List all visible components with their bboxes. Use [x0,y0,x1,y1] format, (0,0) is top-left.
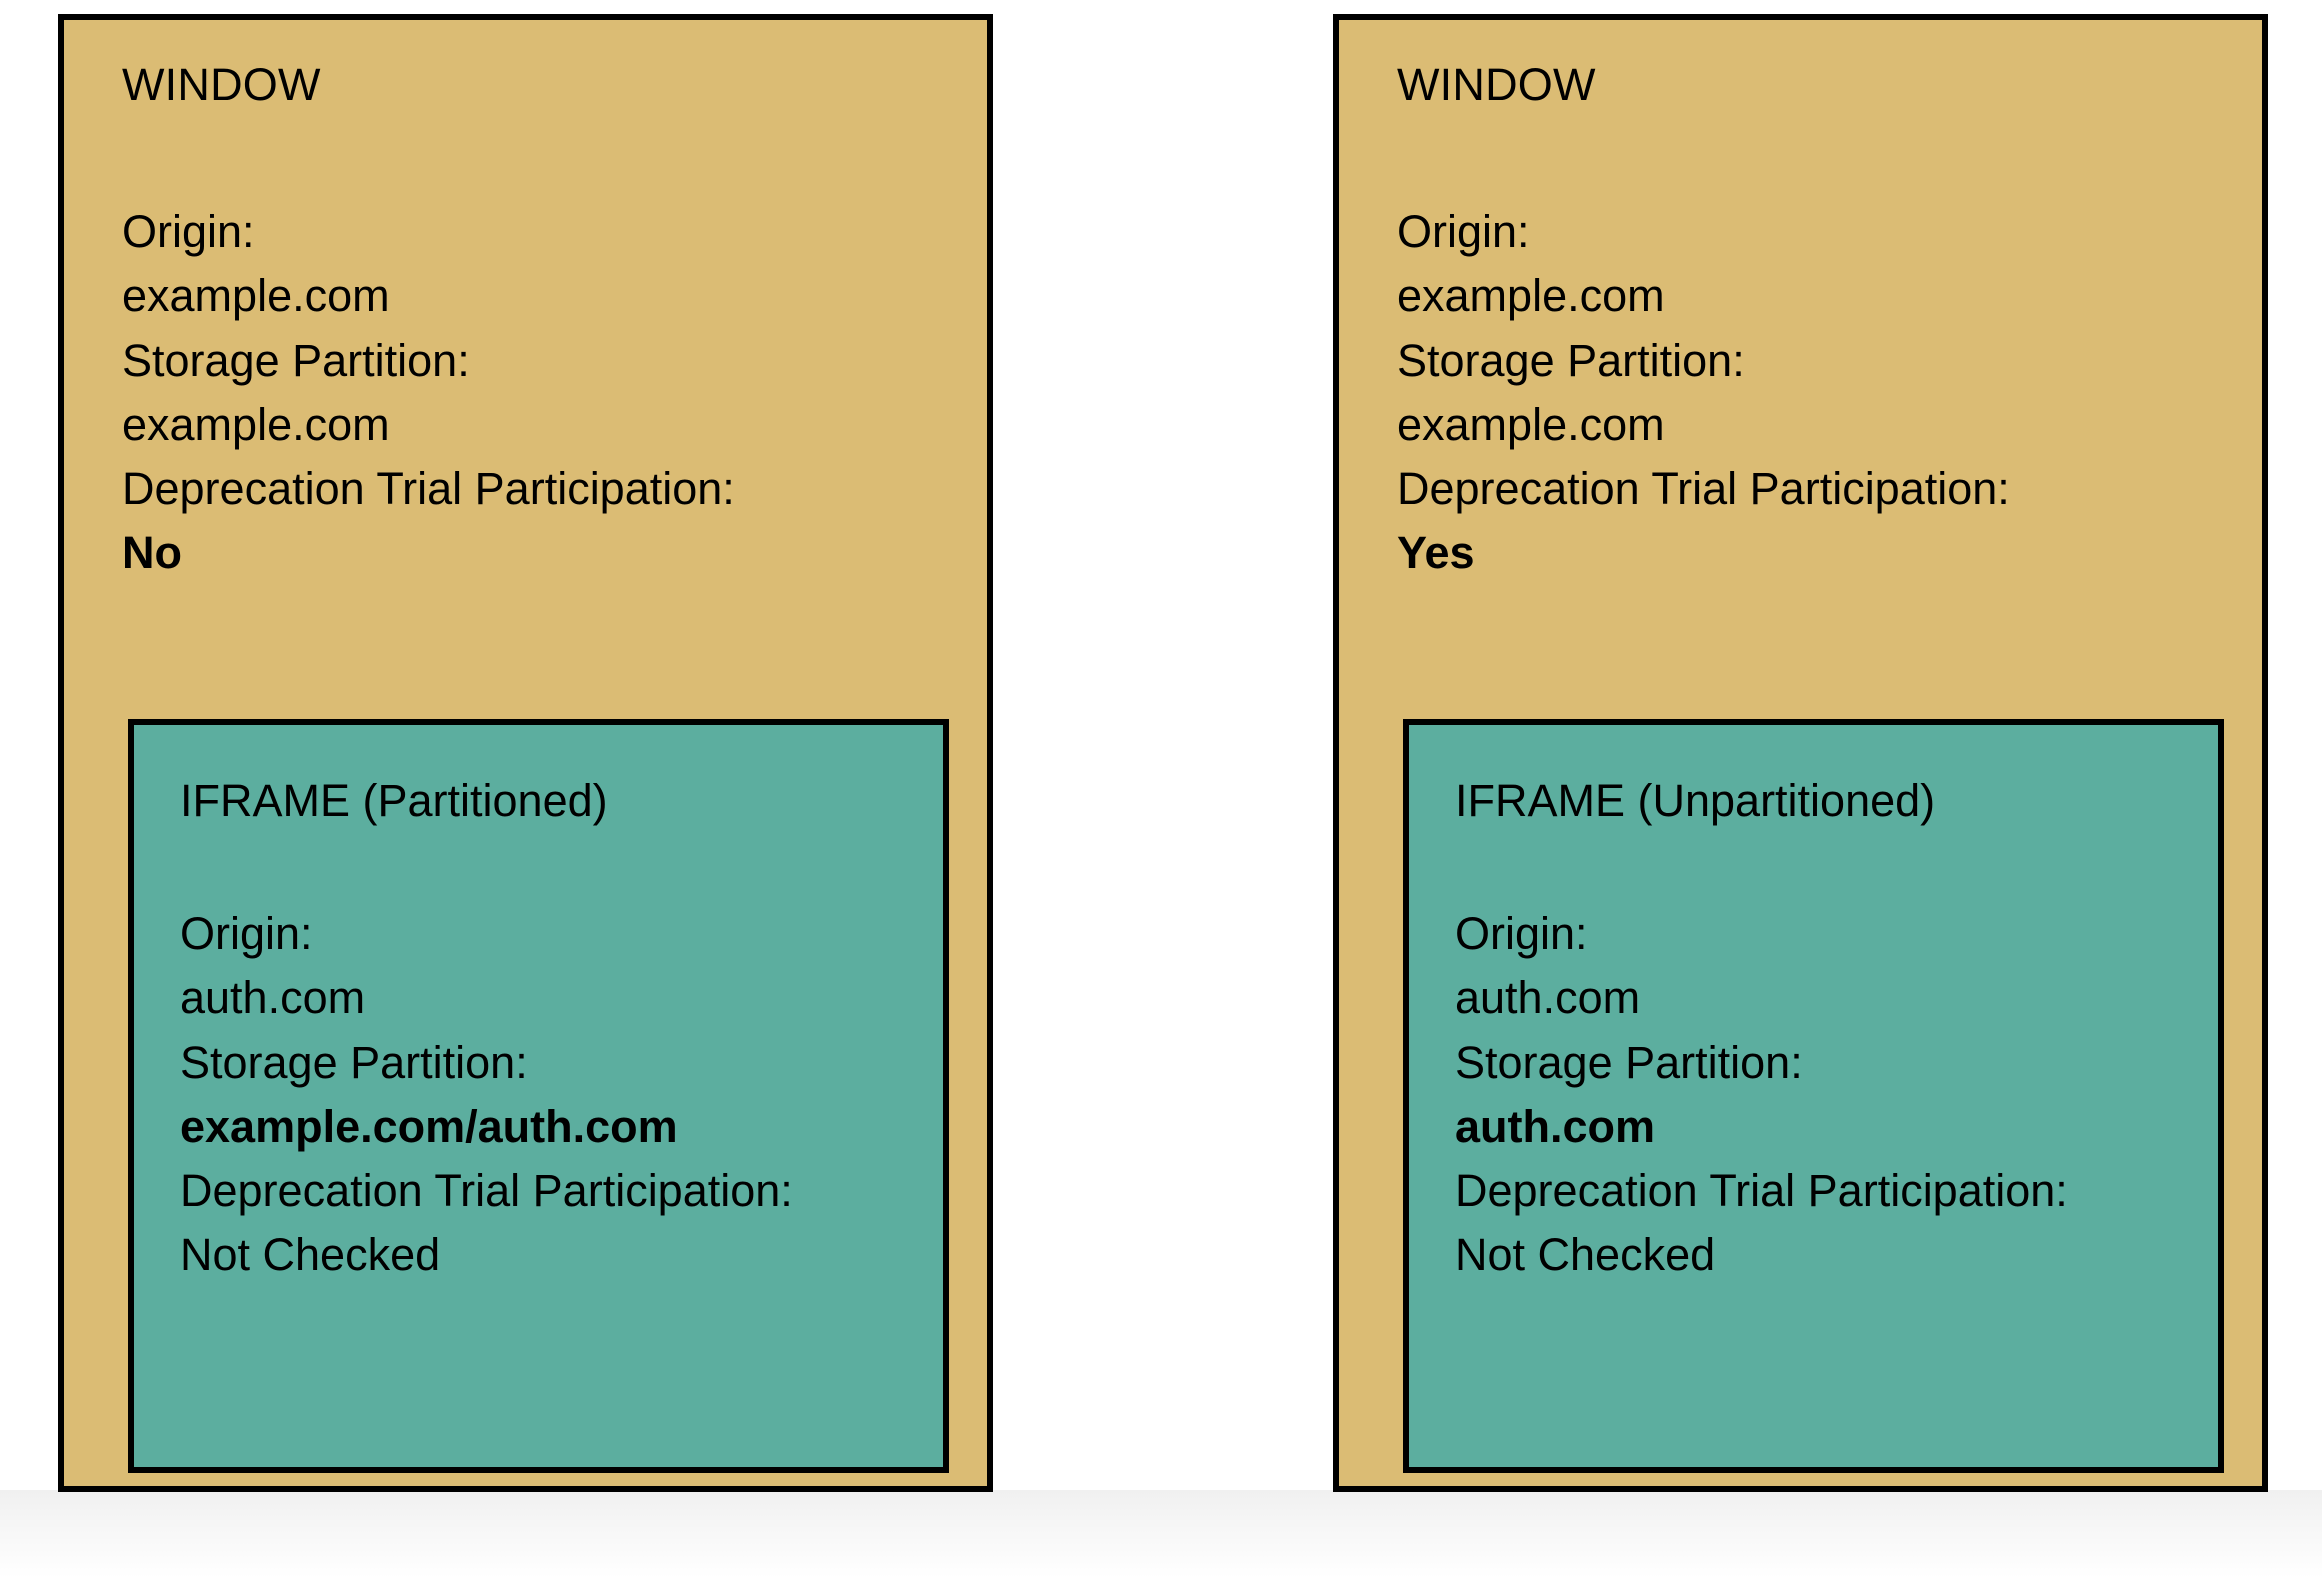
field-key: Origin: [1397,206,1530,257]
field-key: Storage Partition: [1397,335,1745,386]
window-title-left: WINDOW [122,59,321,110]
field-value: example.com [1397,399,1665,450]
field-value: No [122,527,182,578]
window-box-left: WINDOW Origin: example.com Storage Parti… [58,14,993,1492]
window-right-field-storage-partition: Storage Partition: example.com [1397,329,1745,457]
field-key: Storage Partition: [180,1037,528,1088]
window-box-right: WINDOW Origin: example.com Storage Parti… [1333,14,2268,1492]
field-key: Deprecation Trial Participation: [1455,1165,2068,1216]
page-shadow [0,1490,2322,1578]
field-key: Origin: [180,908,313,959]
field-key: Origin: [1455,908,1588,959]
iframe-left-field-deprecation-trial: Deprecation Trial Participation: Not Che… [180,1159,793,1287]
field-key: Storage Partition: [122,335,470,386]
iframe-right-field-storage-partition: Storage Partition: auth.com [1455,1031,1803,1159]
field-key: Origin: [122,206,255,257]
field-value: Not Checked [1455,1229,1716,1280]
window-left-field-storage-partition: Storage Partition: example.com [122,329,470,457]
field-value: auth.com [180,972,366,1023]
field-value: example.com [122,399,390,450]
field-value: Yes [1397,527,1475,578]
iframe-title-right: IFRAME (Unpartitioned) [1455,775,1936,826]
window-right-field-deprecation-trial: Deprecation Trial Participation: Yes [1397,457,2010,585]
field-value: example.com [122,270,390,321]
field-key: Deprecation Trial Participation: [122,463,735,514]
iframe-left-field-storage-partition: Storage Partition: example.com/auth.com [180,1031,678,1159]
iframe-box-left: IFRAME (Partitioned) Origin: auth.com St… [128,719,949,1473]
window-left-field-origin: Origin: example.com [122,200,390,328]
iframe-right-field-deprecation-trial: Deprecation Trial Participation: Not Che… [1455,1159,2068,1287]
field-value: auth.com [1455,972,1641,1023]
field-key: Deprecation Trial Participation: [180,1165,793,1216]
window-title-right: WINDOW [1397,59,1596,110]
field-value: Not Checked [180,1229,441,1280]
field-key: Storage Partition: [1455,1037,1803,1088]
window-right-field-origin: Origin: example.com [1397,200,1665,328]
field-key: Deprecation Trial Participation: [1397,463,2010,514]
iframe-box-right: IFRAME (Unpartitioned) Origin: auth.com … [1403,719,2224,1473]
window-left-field-deprecation-trial: Deprecation Trial Participation: No [122,457,735,585]
iframe-title-left: IFRAME (Partitioned) [180,775,608,826]
iframe-right-field-origin: Origin: auth.com [1455,902,1640,1030]
field-value: example.com [1397,270,1665,321]
field-value: example.com/auth.com [180,1101,678,1152]
field-value: auth.com [1455,1101,1656,1152]
iframe-left-field-origin: Origin: auth.com [180,902,365,1030]
